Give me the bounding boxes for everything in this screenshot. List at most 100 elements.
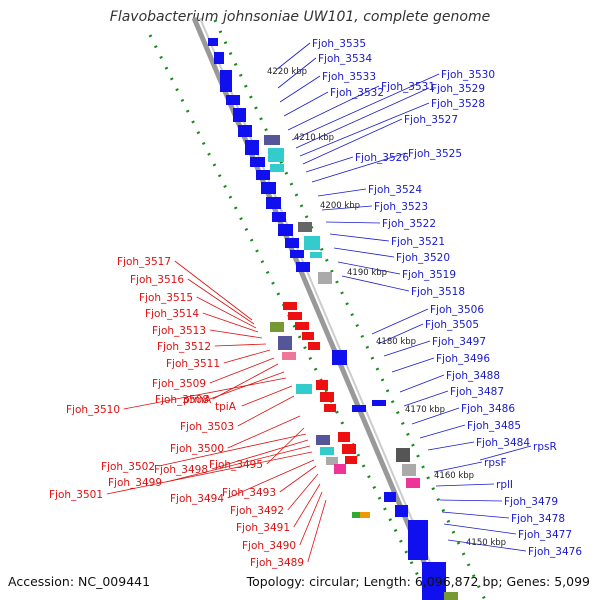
gene-block bbox=[298, 222, 312, 232]
leader-line-forward bbox=[283, 91, 329, 117]
leader-line-forward bbox=[439, 499, 503, 502]
gene-label-forward: Fjoh_3524 bbox=[368, 184, 422, 196]
gene-reverse bbox=[320, 392, 334, 402]
gene-forward bbox=[296, 262, 310, 272]
gene-label-forward: Fjoh_3488 bbox=[446, 370, 500, 382]
gene-label-forward: Fjoh_3487 bbox=[450, 386, 504, 398]
gene-reverse bbox=[345, 456, 357, 464]
gene-label-reverse: Fjoh_3503 bbox=[180, 421, 234, 433]
gene-reverse bbox=[295, 322, 309, 330]
gene-block bbox=[310, 252, 322, 258]
gene-label-forward: Fjoh_3530 bbox=[441, 69, 495, 81]
gene-block bbox=[304, 236, 320, 250]
gene-label-forward: Fjoh_3527 bbox=[404, 114, 458, 126]
gene-block bbox=[396, 448, 410, 462]
gene-label-forward: Fjoh_3528 bbox=[431, 98, 485, 110]
gene-label-forward: Fjoh_3496 bbox=[436, 353, 490, 365]
gene-forward bbox=[352, 405, 366, 412]
gene-forward bbox=[290, 250, 304, 258]
leader-line-forward bbox=[391, 357, 435, 373]
leader-line-forward bbox=[287, 85, 380, 131]
gene-label-forward: rplI bbox=[496, 479, 513, 491]
gene-label-reverse: Fjoh_3500 bbox=[170, 443, 224, 455]
gene-label-reverse: Fjoh_3508 bbox=[155, 394, 209, 406]
gene-label-reverse: Fjoh_3516 bbox=[130, 274, 184, 286]
gene-block bbox=[278, 336, 292, 350]
gene-label-forward: Fjoh_3519 bbox=[402, 269, 456, 281]
leader-line-forward bbox=[302, 118, 403, 165]
gene-label-reverse: Fjoh_3495 bbox=[209, 459, 263, 471]
leader-line-forward bbox=[447, 539, 527, 552]
gene-forward bbox=[384, 492, 396, 502]
leader-line-forward bbox=[479, 445, 532, 461]
gene-label-forward: Fjoh_3523 bbox=[374, 201, 428, 213]
leader-line-forward bbox=[399, 374, 445, 393]
gene-forward bbox=[285, 238, 299, 248]
gene-reverse bbox=[324, 404, 336, 412]
leader-line-forward bbox=[341, 275, 410, 292]
gene-label-reverse: Fjoh_3502 bbox=[101, 461, 155, 473]
kbp-tick-label: 4220 kbp bbox=[267, 67, 307, 77]
gene-label-reverse: Fjoh_3515 bbox=[139, 292, 193, 304]
leader-line-reverse bbox=[214, 343, 267, 347]
leader-line-reverse bbox=[123, 377, 287, 410]
leader-line-forward bbox=[371, 308, 429, 335]
leader-line-forward bbox=[277, 57, 317, 89]
gene-forward bbox=[395, 505, 408, 517]
gene-forward bbox=[278, 224, 293, 236]
gene-label-forward: Fjoh_3476 bbox=[528, 546, 582, 558]
leader-line-forward bbox=[333, 247, 395, 258]
leader-line-reverse bbox=[237, 395, 295, 427]
leader-line-forward bbox=[321, 205, 373, 211]
leader-line-reverse bbox=[174, 260, 253, 321]
gene-label-forward: Fjoh_3521 bbox=[391, 236, 445, 248]
gene-reverse bbox=[308, 342, 320, 350]
gene-label-reverse: Fjoh_3511 bbox=[166, 358, 220, 370]
leader-line-reverse bbox=[299, 491, 323, 546]
leader-line-forward bbox=[419, 424, 466, 439]
leader-line-reverse bbox=[209, 357, 275, 384]
gene-label-reverse: prmA bbox=[183, 394, 212, 406]
gene-label-reverse: Fjoh_3489 bbox=[250, 557, 304, 569]
leader-line-forward bbox=[433, 461, 483, 473]
gene-forward bbox=[266, 197, 281, 209]
gene-forward bbox=[208, 38, 218, 46]
leader-line-forward bbox=[337, 261, 401, 275]
gene-label-forward: Fjoh_3531 bbox=[381, 81, 435, 93]
gene-label-reverse: Fjoh_3498 bbox=[154, 464, 208, 476]
leader-line-forward bbox=[275, 42, 311, 71]
gene-block bbox=[318, 272, 332, 284]
gene-label-reverse: Fjoh_3490 bbox=[242, 540, 296, 552]
gene-track bbox=[208, 38, 458, 600]
gene-label-forward: Fjoh_3497 bbox=[432, 336, 486, 348]
leader-line-forward bbox=[291, 73, 440, 141]
leader-line-reverse bbox=[307, 499, 327, 563]
gene-label-reverse: Fjoh_3491 bbox=[236, 522, 290, 534]
leader-line-forward bbox=[329, 233, 390, 242]
leader-line-forward bbox=[427, 441, 475, 451]
kbp-tick-label: 4210 kbp bbox=[294, 133, 334, 143]
label-leader-lines bbox=[106, 42, 532, 563]
gene-label-reverse: Fjoh_3501 bbox=[49, 489, 103, 501]
kbp-tick-label: 4180 kbp bbox=[376, 337, 416, 347]
leader-line-reverse bbox=[158, 433, 307, 467]
leader-line-reverse bbox=[279, 465, 317, 493]
gene-block bbox=[296, 384, 312, 394]
leader-line-reverse bbox=[196, 296, 257, 329]
leader-line-forward bbox=[441, 511, 510, 519]
gene-label-reverse: Fjoh_3492 bbox=[230, 505, 284, 517]
gene-label-reverse: Fjoh_3513 bbox=[152, 325, 206, 337]
gene-label-forward: Fjoh_3477 bbox=[518, 529, 572, 541]
leader-line-forward bbox=[443, 523, 517, 535]
gene-block bbox=[282, 352, 296, 360]
gene-label-forward: Fjoh_3526 bbox=[355, 152, 409, 164]
gene-label-forward: Fjoh_3484 bbox=[476, 437, 530, 449]
leader-line-forward bbox=[279, 75, 321, 103]
gene-block bbox=[334, 464, 346, 474]
gene-label-forward: Fjoh_3532 bbox=[330, 87, 384, 99]
leader-line-reverse bbox=[227, 459, 315, 499]
gene-forward bbox=[422, 562, 446, 600]
gene-label-reverse: Fjoh_3514 bbox=[145, 308, 199, 320]
kbp-tick-label: 4200 kbp bbox=[320, 201, 360, 211]
